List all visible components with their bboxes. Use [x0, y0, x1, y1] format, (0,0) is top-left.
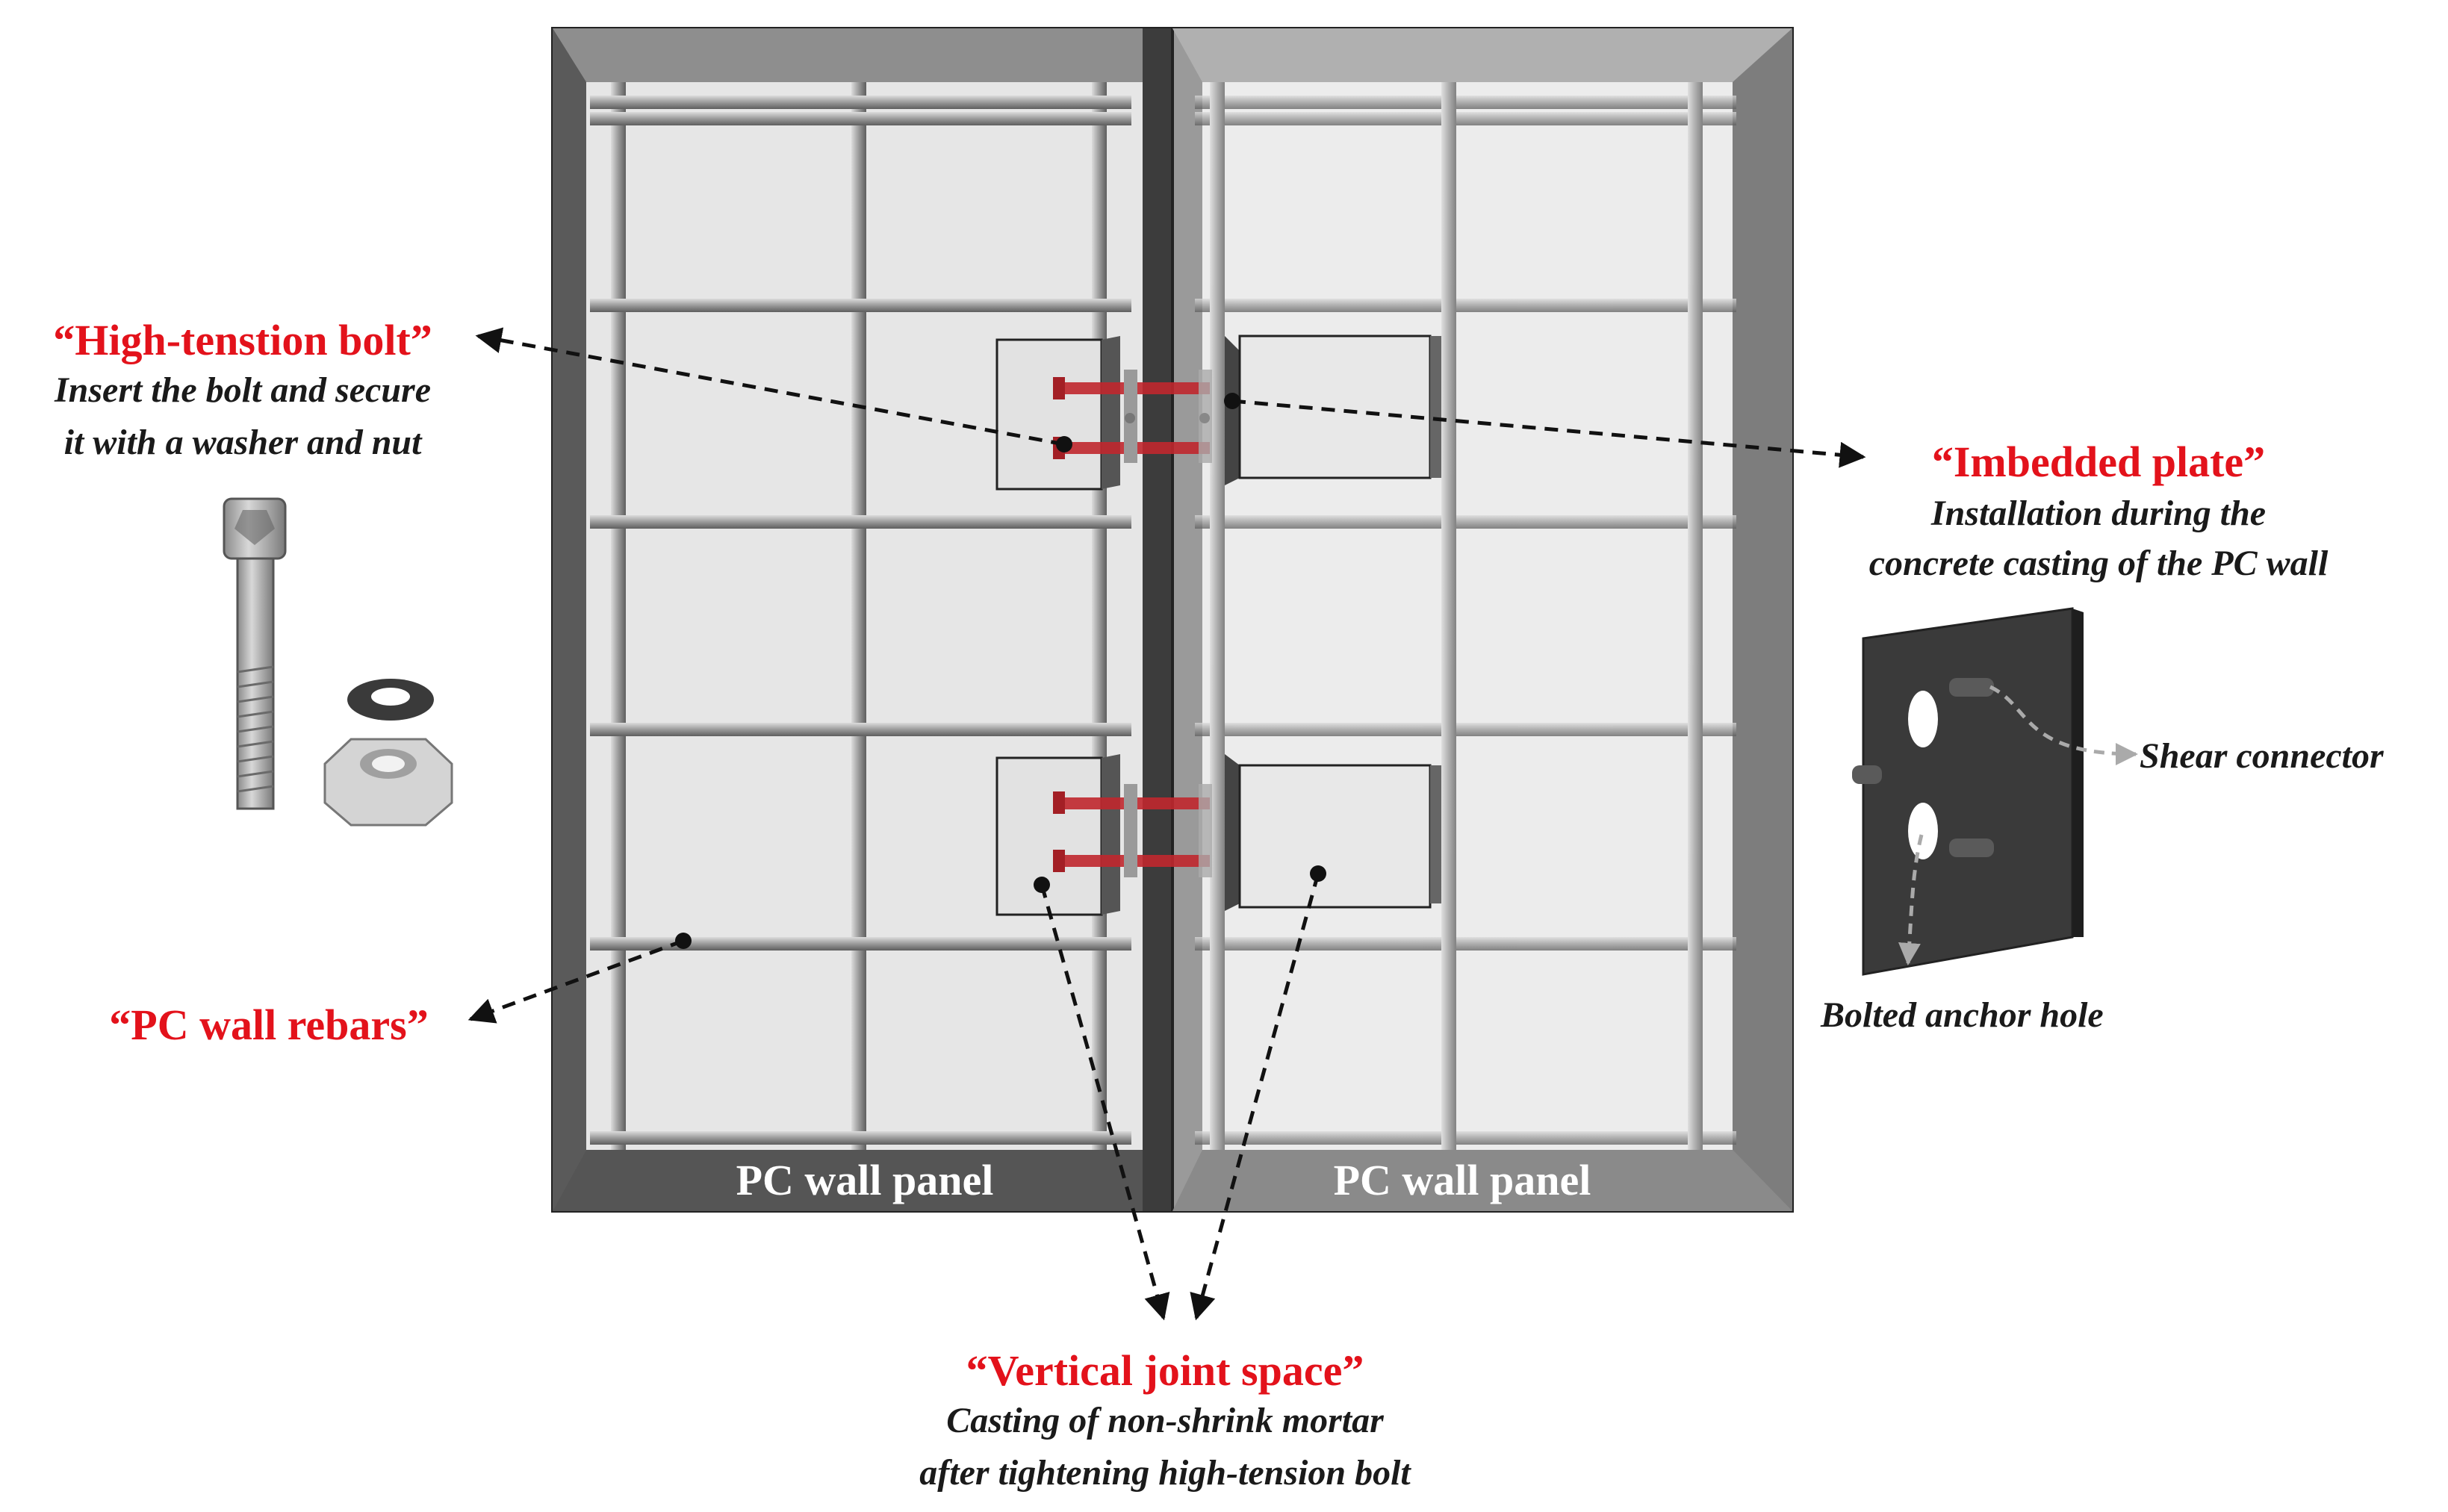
bolt-callout-line1: Insert the bolt and secure	[54, 370, 431, 410]
shear-connector-arrow	[1989, 685, 2138, 765]
lower-embedded-box-left	[995, 754, 1120, 916]
leader-dots	[675, 393, 1326, 949]
joint-leader-arrow-right	[1190, 873, 1320, 1321]
anchor-hole-label: Bolted anchor hole	[1820, 995, 2104, 1035]
plate-callout-line1: Installation during the	[1930, 494, 2266, 533]
bolt-leader-arrow	[475, 327, 1065, 447]
joint-callout-line2: after tightening high-tension bolt	[919, 1453, 1411, 1493]
shear-connector-label: Shear connector	[2140, 736, 2385, 776]
anchor-hole-arrow	[1898, 834, 1924, 965]
plate-callout-title: “Imbedded plate”	[1932, 438, 2265, 486]
lower-embedded-box-right	[1225, 754, 1441, 911]
rebar-callout-title: “PC wall rebars”	[109, 1001, 428, 1049]
right-panel-label: PC wall panel	[1334, 1156, 1591, 1204]
nut-icon	[323, 738, 453, 827]
plate-leader-arrow	[1231, 399, 1866, 468]
right-rebar-grid	[1195, 82, 1736, 1150]
rebar-leader-arrow	[467, 939, 684, 1024]
plate-leader-lines	[1898, 685, 2138, 965]
plate-callout-line2: concrete casting of the PC wall	[1869, 544, 2329, 583]
joint-leader-arrow-left	[1040, 884, 1170, 1321]
joint-callout-title: “Vertical joint space”	[966, 1346, 1364, 1395]
embedded-plate-icon	[1852, 607, 2084, 976]
bolt-callout-line2: it with a washer and nut	[64, 423, 423, 462]
lower-high-tension-bolts	[1053, 784, 1212, 877]
washer-icon	[347, 679, 434, 721]
bolt-callout-title: “High-tenstion bolt”	[53, 316, 432, 364]
bolt-icon	[223, 497, 287, 810]
leader-lines	[467, 327, 1866, 1321]
upper-embedded-box-left	[995, 336, 1120, 491]
joint-callout-line1: Casting of non-shrink mortar	[946, 1401, 1385, 1440]
left-panel-label: PC wall panel	[736, 1156, 994, 1204]
upper-embedded-box-right	[1225, 335, 1441, 485]
